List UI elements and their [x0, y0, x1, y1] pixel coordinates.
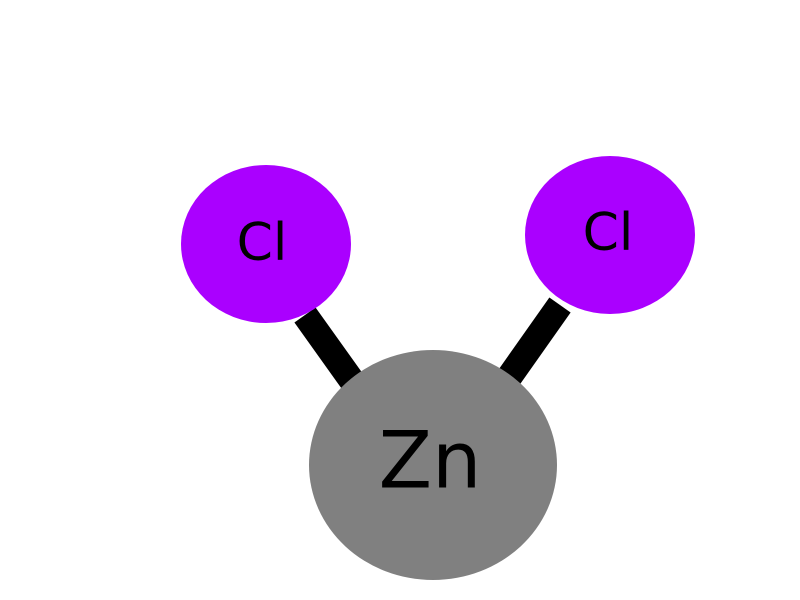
atom-cl-left-label: Cl	[237, 213, 288, 273]
bond-zn-cl-left	[294, 307, 366, 393]
atom-zn-sphere	[309, 350, 557, 580]
atom-cl-left-sphere	[181, 165, 351, 323]
atom-zn-label: Zn	[379, 416, 482, 506]
atom-zn: Zn	[309, 350, 557, 580]
atom-cl-right: Cl	[525, 156, 695, 314]
bond-zn-cl-right	[494, 297, 571, 391]
atom-cl-left: Cl	[181, 165, 351, 323]
atom-cl-right-label: Cl	[583, 203, 634, 263]
atom-cl-right-sphere	[525, 156, 695, 314]
